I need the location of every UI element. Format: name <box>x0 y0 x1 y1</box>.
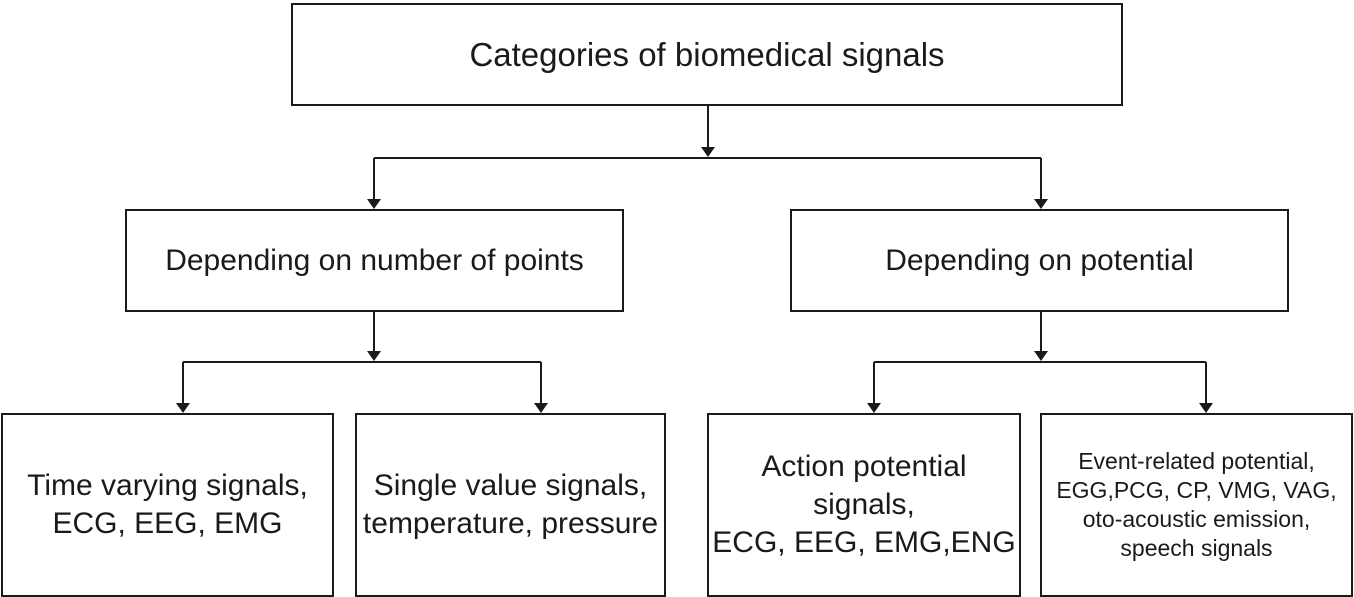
leaf-node-label: Action potential signals, ECG, EEG, EMG,… <box>712 450 1016 559</box>
root-node-label: Categories of biomedical signals <box>469 35 945 73</box>
leaf-node-label: Time varying signals, ECG, EEG, EMG <box>27 469 308 540</box>
branch-node-label: Depending on number of points <box>165 243 584 277</box>
branch-node-label: Depending on potential <box>885 243 1194 277</box>
branch-node-potential: Depending on potential <box>790 209 1289 312</box>
leaf-node-time-varying: Time varying signals, ECG, EEG, EMG <box>1 413 334 597</box>
branch-node-number-of-points: Depending on number of points <box>125 209 624 312</box>
root-node: Categories of biomedical signals <box>291 3 1123 106</box>
leaf-node-label: Event-related potential, EGG,PCG, CP, VM… <box>1056 448 1337 561</box>
leaf-node-single-value: Single value signals, temperature, press… <box>355 413 666 597</box>
leaf-node-label: Single value signals, temperature, press… <box>362 469 659 540</box>
leaf-node-event-related: Event-related potential, EGG,PCG, CP, VM… <box>1040 413 1353 597</box>
leaf-node-action-potential: Action potential signals, ECG, EEG, EMG,… <box>707 413 1021 597</box>
